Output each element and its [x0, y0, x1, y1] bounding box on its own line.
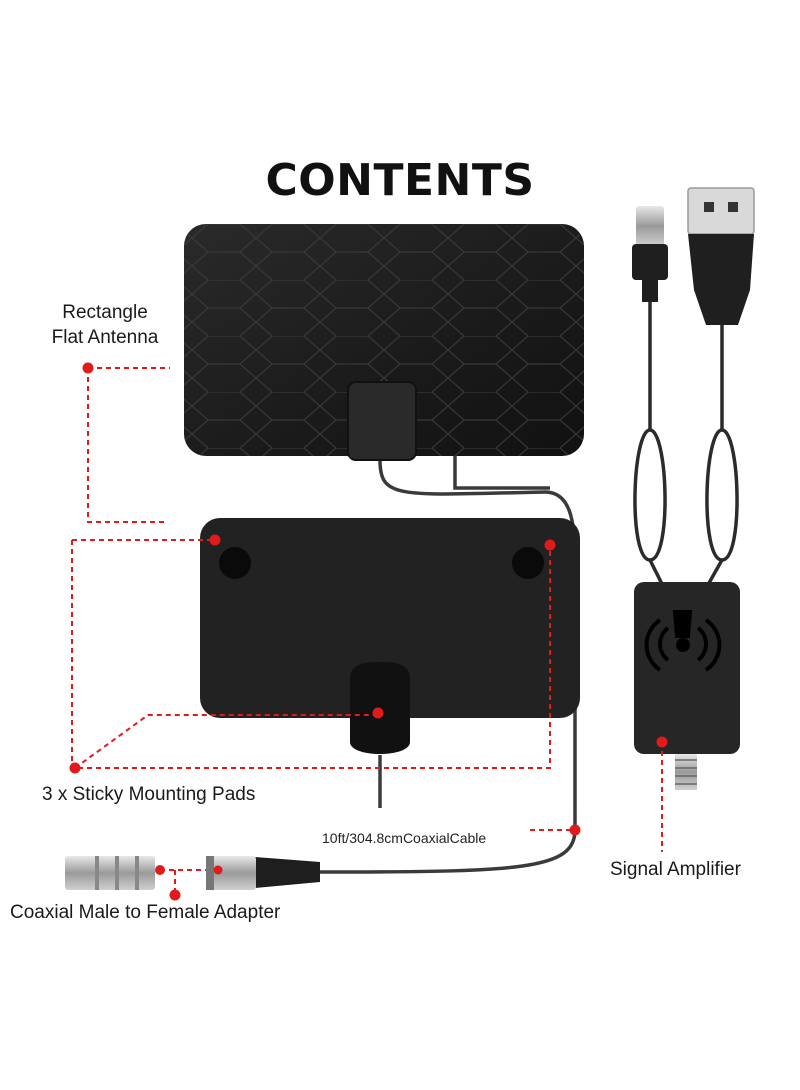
callout-dots	[69, 362, 668, 901]
callout-lines	[71, 367, 663, 895]
coax-connector	[206, 856, 320, 890]
cable-label: 10ft/304.8cmCoaxialCable	[322, 830, 487, 846]
usb-plug-icon	[687, 187, 755, 325]
f-connector	[632, 206, 668, 302]
sticky-pads-label: 3 x Sticky Mounting Pads	[42, 784, 256, 805]
sticky-pad	[512, 547, 544, 579]
rectangle-flat-antenna	[184, 224, 584, 461]
antenna-label-line2: Flat Antenna	[51, 327, 159, 348]
adapter-label: Coaxial Male to Female Adapter	[10, 902, 281, 923]
signal-amplifier-label: Signal Amplifier	[610, 859, 741, 880]
amplifier-cables	[633, 300, 739, 591]
signal-amplifier	[634, 582, 740, 790]
coaxial-male-to-female-adapter	[65, 856, 155, 890]
antenna-connector-tab	[347, 381, 417, 461]
antenna-label-line1: Rectangle	[62, 302, 148, 323]
antenna-label: Rectangle Flat Antenna	[20, 300, 190, 350]
page-title: CONTENTS	[265, 155, 535, 206]
antenna-back-panel	[200, 518, 580, 754]
signal-broadcast-icon	[644, 610, 722, 672]
sticky-pad	[219, 547, 251, 579]
